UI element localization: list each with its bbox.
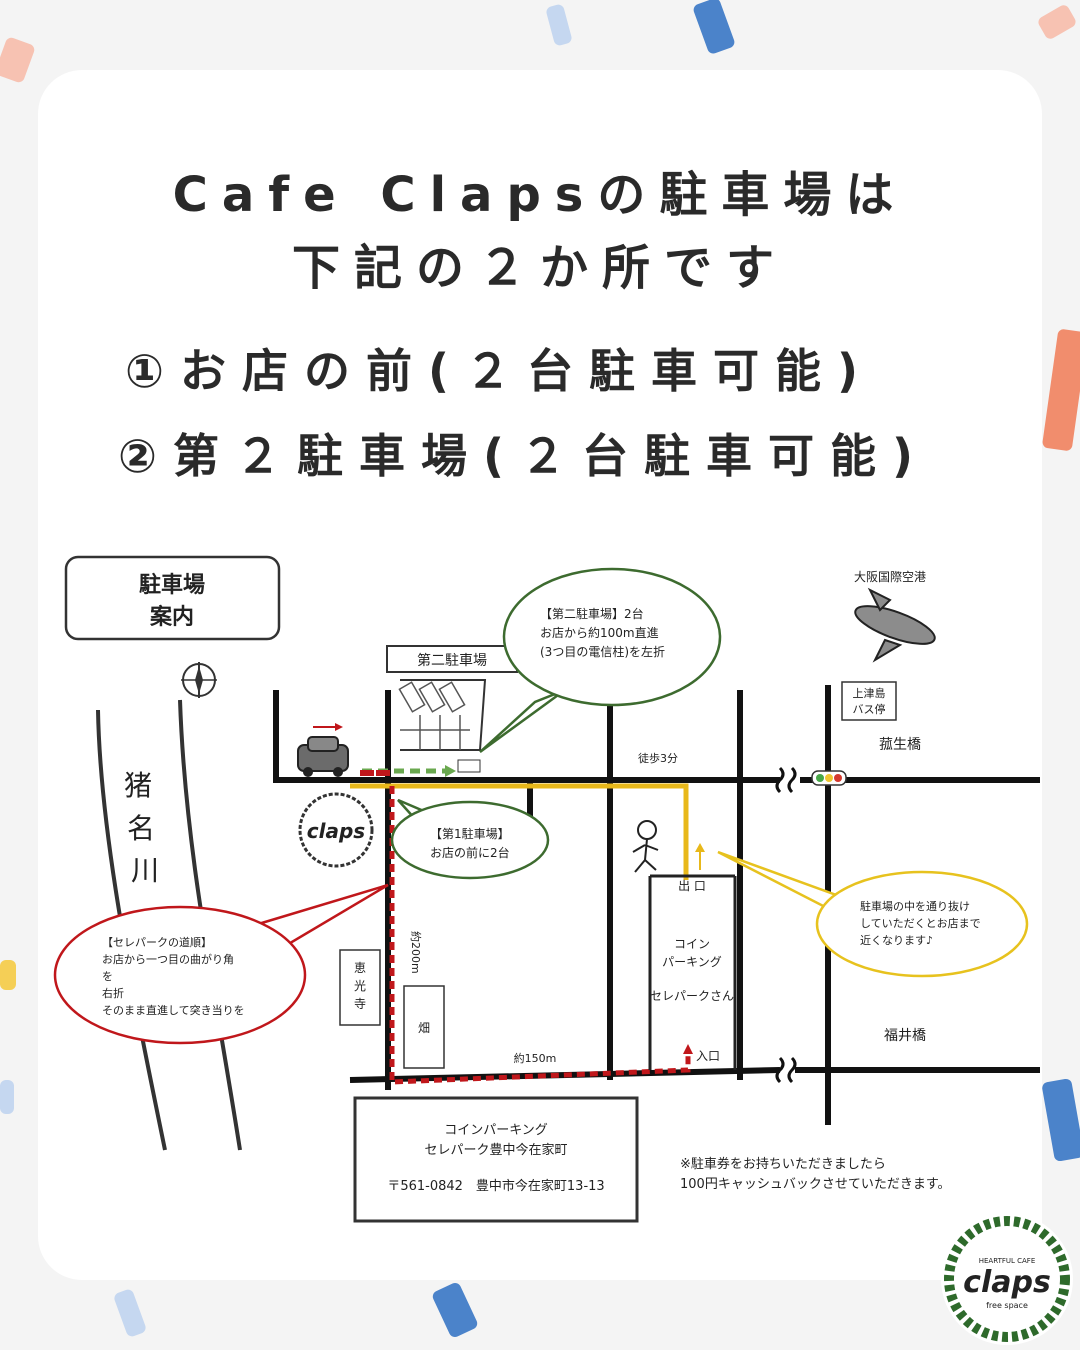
confetti-blue — [0, 1080, 14, 1114]
confetti-blue — [691, 0, 737, 56]
green-route — [362, 765, 456, 777]
car-icon — [297, 723, 349, 777]
claps-logo: HEARTFUL CAFE claps free space — [941, 1213, 1073, 1345]
through-bubble: 駐車場の中を通り抜け していただくとお店まで 近くなります♪ — [717, 850, 1029, 978]
yellow-route — [350, 783, 689, 880]
bubble-line: 近くなります♪ — [860, 934, 933, 947]
coin-parking: 出 口 コイン パーキング セレパークさん 入口 — [648, 874, 737, 1070]
logo-text: claps — [307, 819, 366, 843]
address-box: コインパーキング セレパーク豊中今在家町 〒561-0842 豊中市今在家町13… — [353, 1096, 639, 1223]
bubble-line: お店から一つ目の曲がり角 — [102, 952, 234, 966]
logo-sub-text: free space — [986, 1301, 1028, 1310]
claps-logo-map: claps — [298, 792, 374, 868]
entrance-arrow-icon — [683, 1044, 693, 1054]
bubble-line: 【セレパークの道順】 — [102, 935, 212, 949]
traffic-light-icon — [811, 770, 847, 786]
red-route — [389, 786, 691, 1085]
confetti-orange — [1041, 328, 1080, 452]
second-parking-lot: 第二駐車場 — [386, 645, 518, 773]
second-lot-label: 第二駐車場 — [417, 652, 487, 669]
header-title-line1: Cafe Clapsの駐車場は — [172, 167, 908, 223]
bubble-line: 【第1駐車場】 — [430, 826, 510, 841]
field-label: 畑 — [418, 1021, 430, 1035]
bubble-line: お店の前に2台 — [430, 845, 510, 860]
entrance-label: 入口 — [696, 1049, 720, 1063]
first-lot-bubble: 【第1駐車場】 お店の前に2台 — [390, 798, 550, 880]
bubble-line: していただくとお店まで — [860, 916, 981, 930]
airport-label: 大阪国際空港 — [854, 570, 926, 584]
address-line: 〒561-0842 豊中市今在家町13-13 — [387, 1178, 604, 1194]
road-break-icon — [775, 766, 797, 1084]
parking-item-2: ②第２駐車場(２台駐車可能) — [118, 429, 929, 483]
guide-box: 駐車場 案内 — [64, 555, 281, 641]
serepark-san-label: セレパークさん — [650, 989, 734, 1003]
field: 畑 — [403, 985, 445, 1069]
bubble-line: 右折 — [102, 986, 124, 1000]
temple-char: 寺 — [354, 997, 366, 1011]
confetti-blue — [430, 1281, 480, 1339]
distance-200-label: 約200m — [409, 931, 423, 974]
exit-label: 出 口 — [678, 879, 706, 893]
up-arrow-icon — [695, 843, 705, 870]
bubble-line: を — [102, 970, 113, 983]
bubble-line: (3つ目の電信柱)を左折 — [540, 644, 665, 659]
walk-label: 徒歩3分 — [638, 751, 678, 765]
temple: 恵 光 寺 — [339, 949, 381, 1026]
bridge-1-label: 菰生橋 — [879, 737, 921, 753]
bridge-2-label: 福井橋 — [884, 1028, 926, 1044]
walking-person-icon — [632, 820, 659, 873]
address-line: セレパーク豊中今在家町 — [424, 1142, 567, 1158]
coin-parking-label-1: コイン — [674, 937, 710, 951]
bubble-line: そのまま直進して突き当りを — [102, 1003, 245, 1017]
temple-char: 光 — [354, 979, 366, 993]
guide-title-1: 駐車場 — [139, 572, 205, 598]
header-title-line2: 下記の２か所です — [291, 240, 788, 296]
confetti-orange — [0, 36, 36, 84]
cashback-note-1: ※駐車券をお持ちいただきましたら — [680, 1156, 886, 1172]
compass-icon — [181, 662, 217, 698]
river-char-3: 川 — [131, 854, 159, 887]
bus-stop-label: 上津島 — [853, 686, 886, 700]
parking-item-1: ①お店の前(２台駐車可能) — [125, 344, 874, 398]
guide-title-2: 案内 — [149, 604, 194, 630]
temple-char: 恵 — [354, 961, 366, 975]
bus-stop-label: バス停 — [853, 702, 886, 716]
second-lot-bubble: 【第二駐車場】2台 お店から約100m直進 (3つ目の電信柱)を左折 — [479, 567, 722, 754]
bubble-line: お店から約100m直進 — [540, 625, 659, 640]
cashback-note-2: 100円キャッシュバックさせていただきます。 — [680, 1177, 951, 1192]
confetti-blue — [112, 1287, 148, 1339]
confetti-yellow — [0, 960, 16, 990]
parking-map: 駐車場 案内 猪 名 川 第二駐車場 — [53, 555, 1040, 1223]
bus-stop: 上津島 バス停 — [841, 681, 897, 721]
confetti-orange — [1036, 3, 1078, 41]
bubble-line: 駐車場の中を通り抜け — [860, 899, 970, 913]
address-line: コインパーキング — [444, 1123, 548, 1138]
distance-150-label: 約150m — [514, 1051, 557, 1065]
river-char-2: 名 — [127, 812, 155, 845]
bubble-line: 【第二駐車場】2台 — [540, 606, 644, 621]
river-char-1: 猪 — [124, 769, 152, 802]
confetti-blue — [545, 3, 573, 47]
serepark-bubble: 【セレパークの道順】 お店から一つ目の曲がり角 を 右折 そのまま直進して突き当… — [53, 883, 389, 1045]
red-marker-icon — [360, 770, 390, 776]
coin-parking-label-2: パーキング — [662, 955, 722, 969]
airplane-icon — [854, 587, 936, 663]
logo-small-text: HEARTFUL CAFE — [979, 1257, 1036, 1265]
logo-main-text: claps — [963, 1265, 1051, 1300]
